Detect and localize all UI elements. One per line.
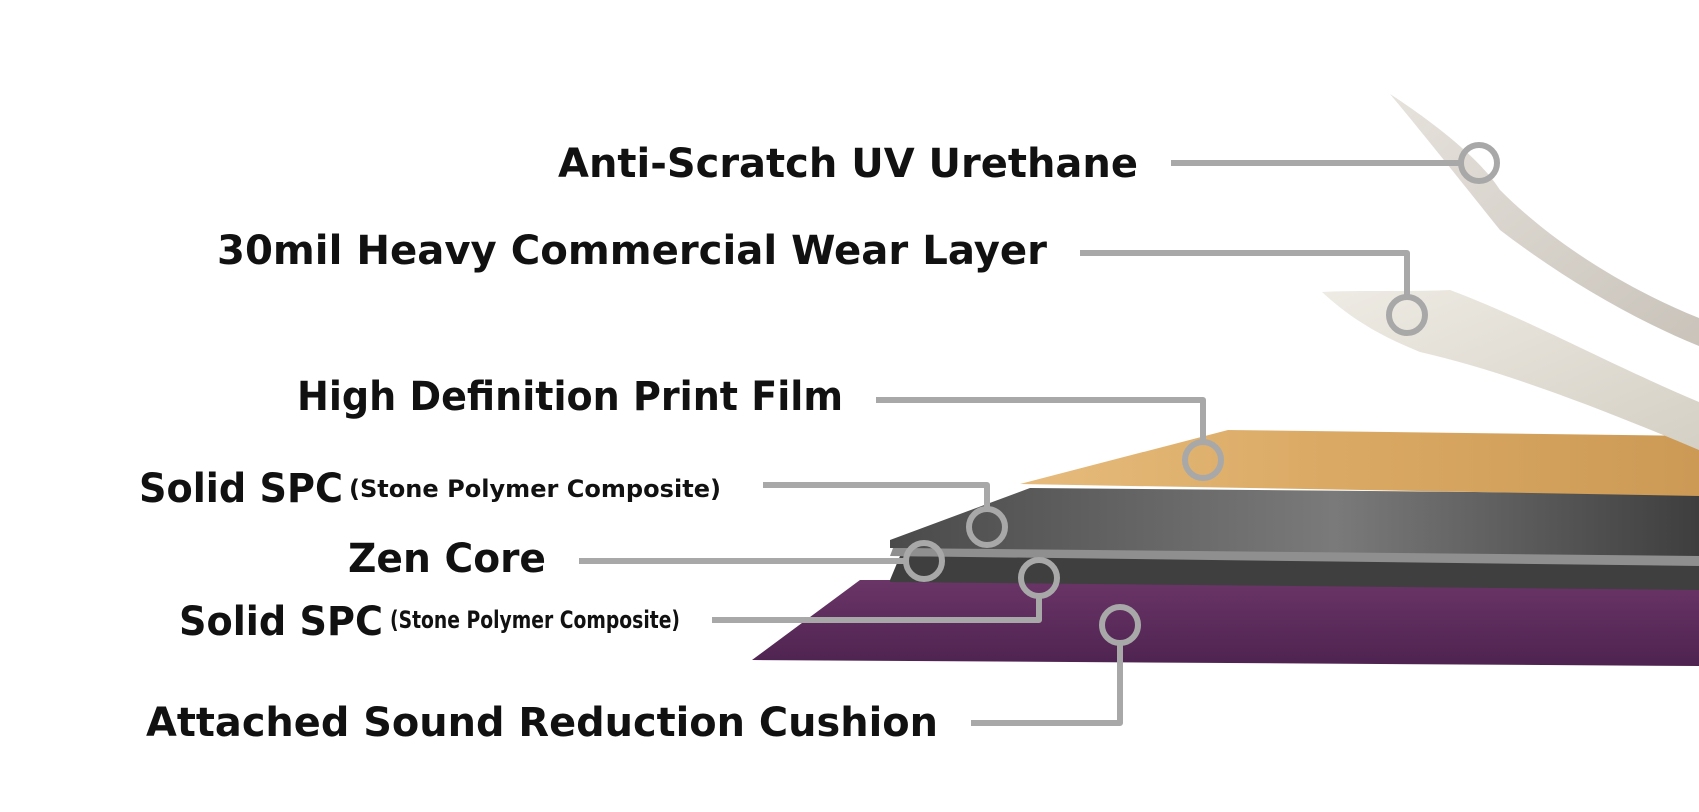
uv-layer-shape	[1390, 94, 1699, 346]
leader-spc-top	[763, 482, 990, 511]
label-wear-layer: 30mil Heavy Commercial Wear Layer	[217, 228, 1047, 274]
label-zen-core: Zen Core	[348, 536, 546, 582]
layer-labels: Anti-Scratch UV Urethane 30mil Heavy Com…	[139, 141, 1138, 746]
marker-sound-cushion	[1099, 604, 1141, 646]
marker-uv-urethane	[1458, 142, 1500, 184]
label-spc-top: Solid SPC	[139, 466, 343, 512]
marker-spc-top	[966, 506, 1008, 548]
label-uv-urethane: Anti-Scratch UV Urethane	[558, 141, 1138, 187]
label-spc-top-subtitle: (Stone Polymer Composite)	[349, 475, 721, 503]
label-spc-bottom: Solid SPC	[179, 599, 383, 645]
label-spc-bottom-subtitle: (Stone Polymer Composite)	[390, 606, 680, 634]
marker-zen-core	[903, 540, 945, 582]
leader-wear-layer	[1080, 250, 1410, 299]
marker-wear-layer	[1386, 294, 1428, 336]
spc-bottom-layer-shape	[890, 556, 1699, 590]
leader-sound-cushion	[971, 641, 1123, 726]
label-sound-cushion: Attached Sound Reduction Cushion	[146, 700, 938, 746]
label-print-film: High Definition Print Film	[297, 374, 843, 420]
marker-print-film	[1182, 439, 1224, 481]
leader-print-film	[876, 397, 1206, 444]
cushion-layer-shape	[752, 580, 1699, 666]
leader-lines	[579, 142, 1500, 726]
spc-top-layer-shape	[890, 488, 1699, 556]
marker-spc-bottom	[1018, 557, 1060, 599]
print-film-layer-shape	[1020, 430, 1699, 496]
leader-spc-bottom	[712, 594, 1042, 623]
